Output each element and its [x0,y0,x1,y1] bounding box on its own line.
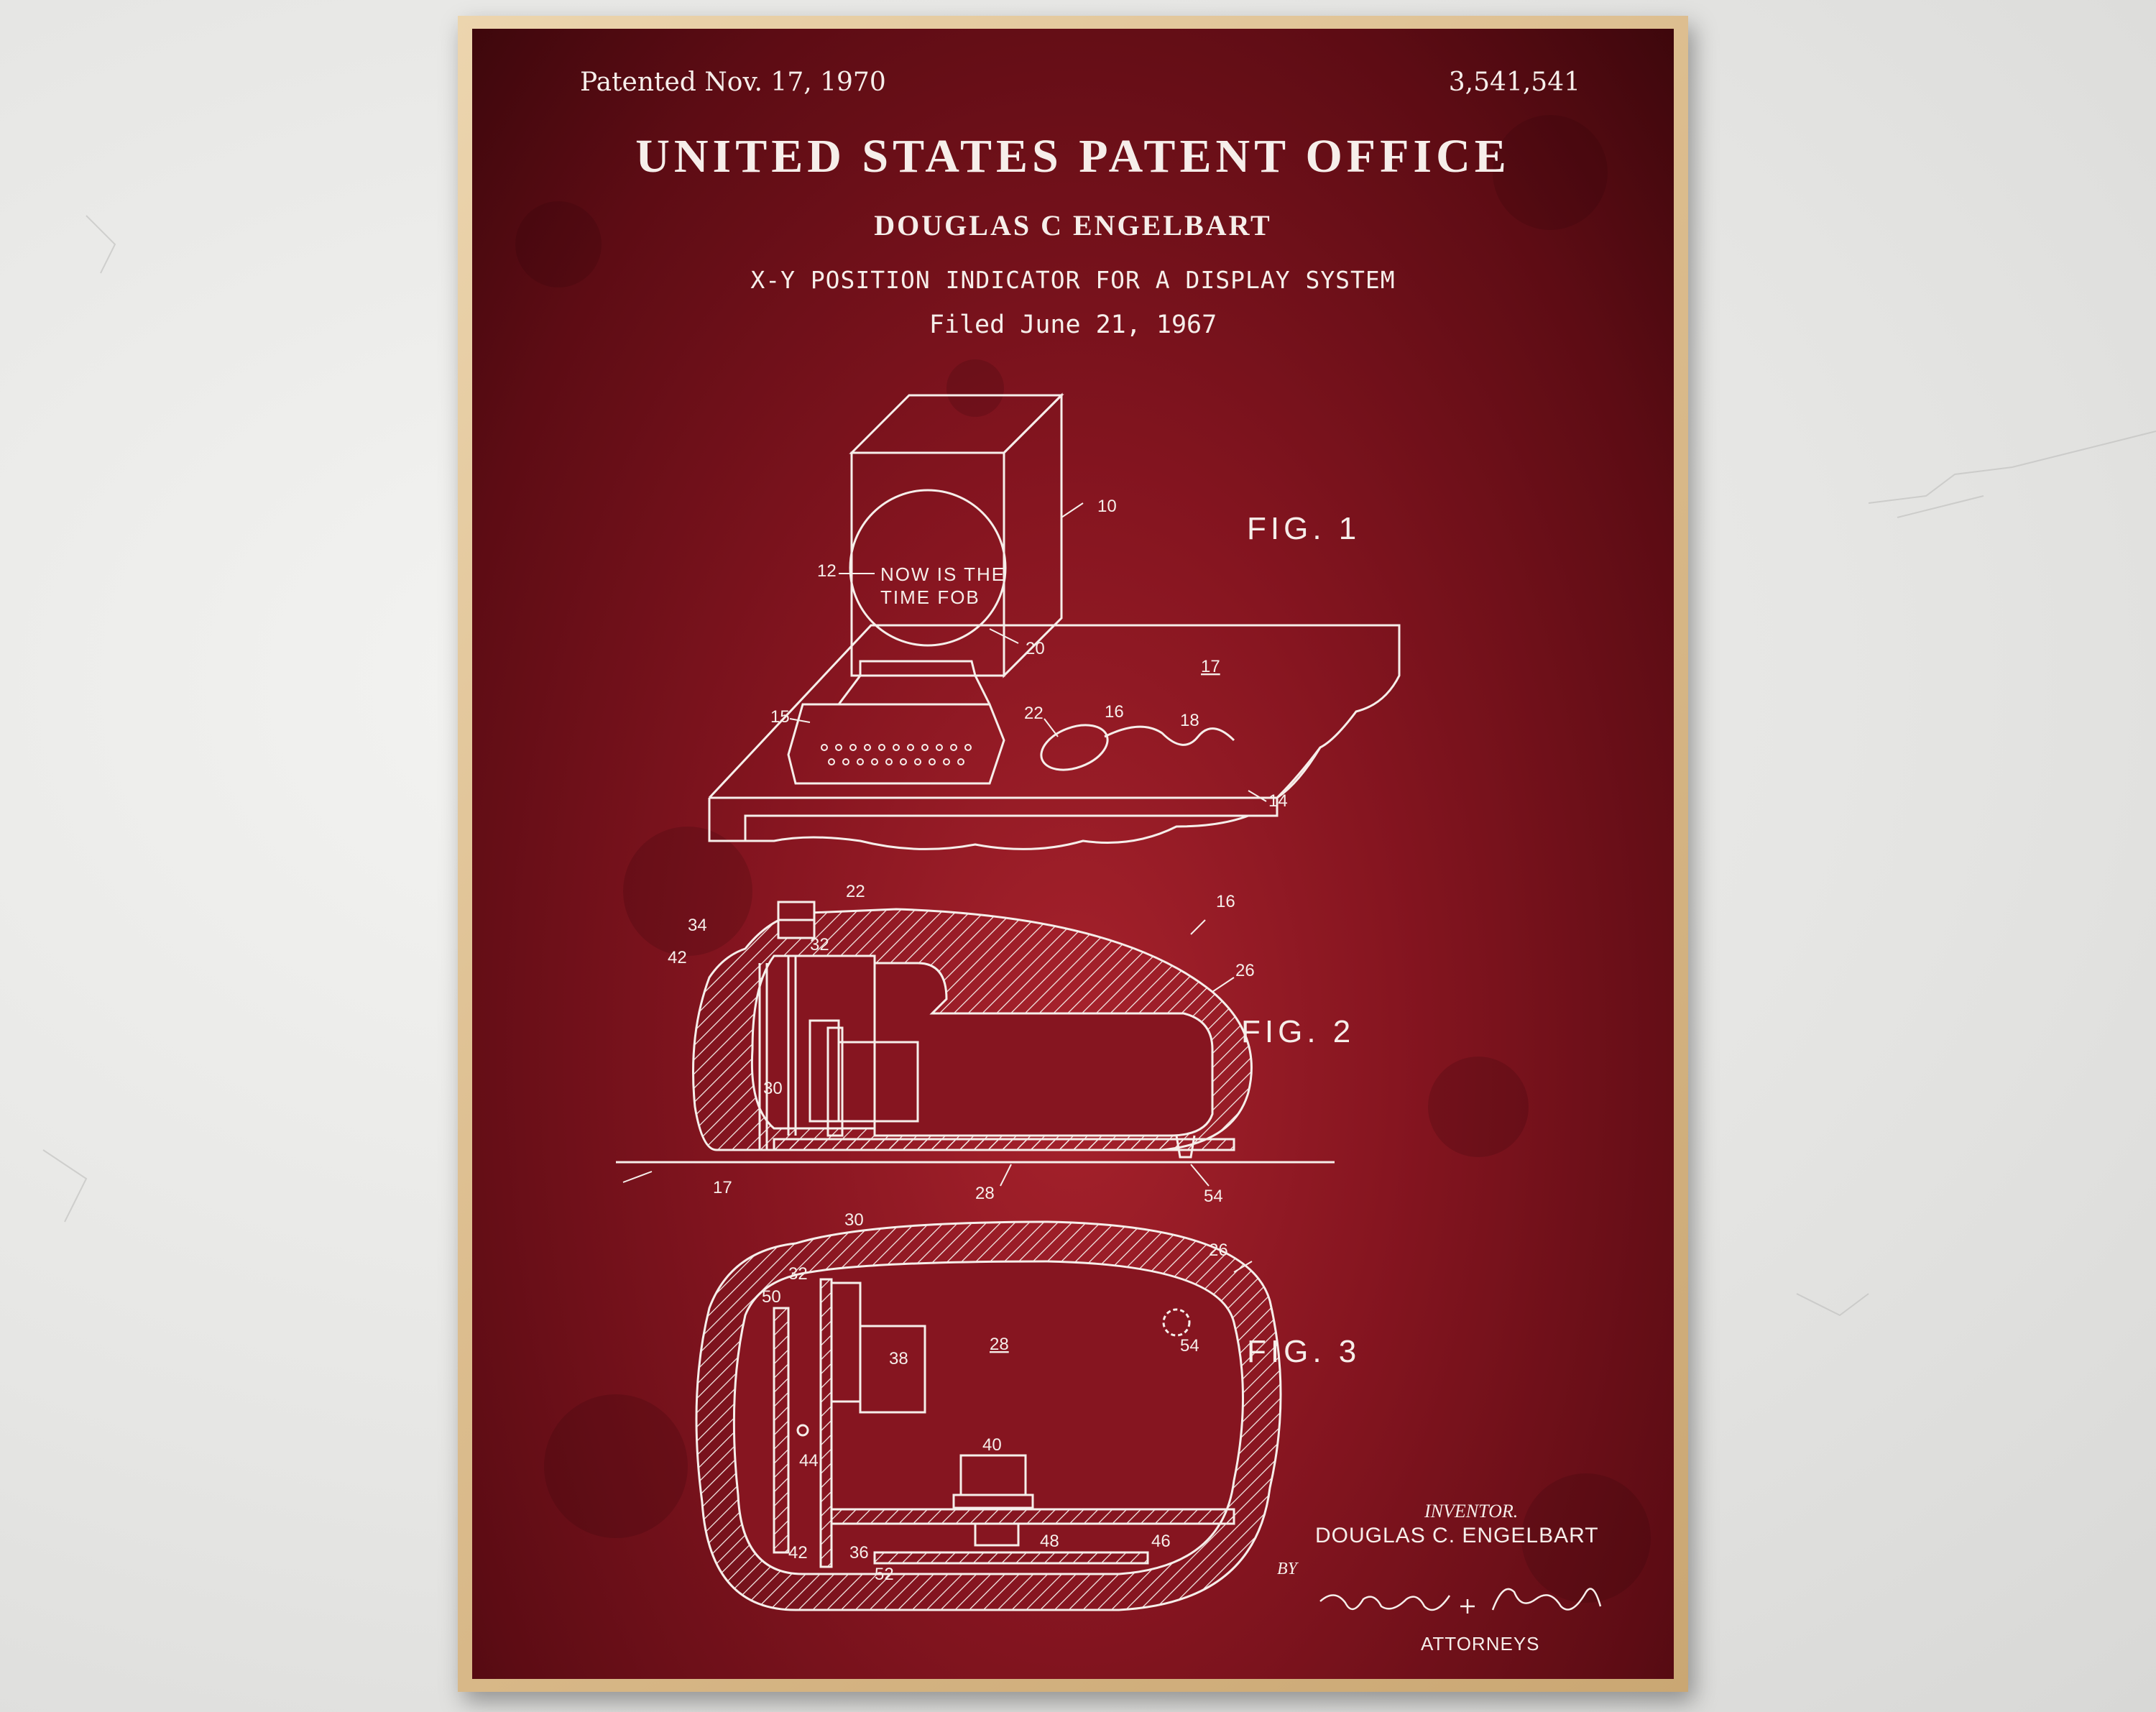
svg-text:FIG. 3: FIG. 3 [1247,1334,1360,1369]
patent-number: 3,541,541 [1448,68,1580,97]
svg-text:54: 54 [1204,1187,1223,1206]
svg-text:FIG. 2: FIG. 2 [1241,1014,1355,1049]
by-label: BY [1277,1560,1298,1578]
patent-title: X-Y POSITION INDICATOR FOR A DISPLAY SYS… [750,266,1396,294]
fig3-drawing [695,1220,1282,1611]
svg-text:16: 16 [1216,892,1235,911]
svg-text:20: 20 [1026,639,1045,658]
svg-text:18: 18 [1180,711,1199,730]
svg-text:22: 22 [846,882,865,901]
fig2-drawing [616,901,1335,1187]
patent-drawing: 10 12 20 17 15 22 16 18 14 NOW IS THE TI… [616,392,1602,1614]
svg-text:50: 50 [762,1287,781,1307]
patented-date: Patented Nov. 17, 1970 [580,68,886,97]
svg-text:26: 26 [1209,1241,1228,1260]
svg-text:28: 28 [990,1335,1009,1354]
svg-text:26: 26 [1235,961,1255,980]
patent-poster: Patented Nov. 17, 1970 3,541,541 UNITED … [472,29,1674,1679]
svg-text:32: 32 [788,1264,808,1284]
attorneys-label: ATTORNEYS [1421,1633,1540,1655]
svg-text:42: 42 [668,948,687,967]
svg-text:17: 17 [1201,657,1220,676]
svg-text:30: 30 [763,1079,783,1098]
svg-text:TIME FOB: TIME FOB [880,586,980,608]
svg-text:16: 16 [1105,702,1124,722]
inventor-heading: DOUGLAS C ENGELBART [874,209,1272,241]
fig1-drawing [708,392,1401,850]
fig1-refs: 10 12 20 17 15 22 16 18 14 NOW IS THE TI… [770,497,1360,811]
svg-text:46: 46 [1151,1532,1171,1551]
svg-text:22: 22 [1024,704,1044,723]
svg-text:14: 14 [1268,791,1288,811]
grunge-texture [515,115,1651,1603]
fig3-refs: 30 26 32 50 54 28 38 40 44 42 36 48 46 5… [762,1210,1360,1584]
svg-text:17: 17 [713,1178,732,1197]
svg-text:44: 44 [799,1451,819,1471]
svg-text:12: 12 [817,561,837,581]
patent-office-title: UNITED STATES PATENT OFFICE [635,130,1511,183]
svg-text:52: 52 [875,1565,894,1584]
svg-text:30: 30 [844,1210,864,1230]
filed-date: Filed June 21, 1967 [929,310,1217,339]
svg-text:34: 34 [688,916,707,935]
attorney-signature [1319,1588,1602,1614]
svg-text:42: 42 [788,1543,808,1563]
svg-text:32: 32 [810,935,829,954]
svg-text:NOW IS THE: NOW IS THE [880,563,1005,585]
svg-text:48: 48 [1040,1532,1059,1551]
svg-text:10: 10 [1097,497,1117,516]
fig2-refs: 22 16 34 32 42 26 30 17 28 54 FIG. 2 [668,882,1355,1206]
svg-text:40: 40 [982,1435,1002,1455]
svg-text:28: 28 [975,1184,995,1203]
inventor-label: INVENTOR. [1424,1501,1519,1522]
svg-text:38: 38 [889,1349,908,1368]
svg-text:54: 54 [1180,1336,1199,1356]
svg-text:36: 36 [849,1543,869,1563]
inventor-name: DOUGLAS C. ENGELBART [1315,1524,1599,1547]
svg-text:15: 15 [770,707,790,727]
svg-text:FIG. 1: FIG. 1 [1247,511,1360,546]
